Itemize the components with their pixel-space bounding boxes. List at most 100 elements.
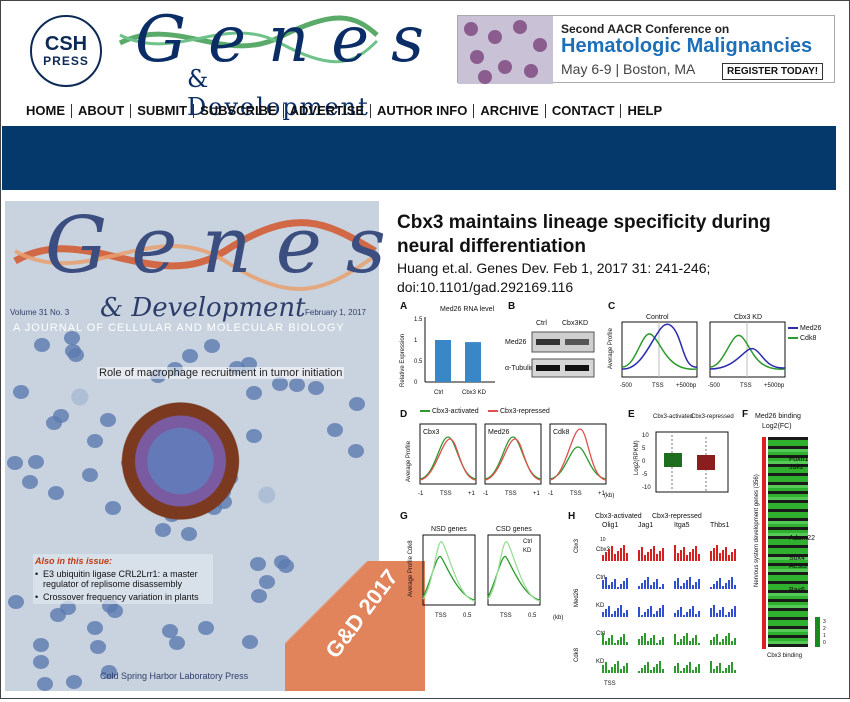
journal-wordmark[interactable]: Genes & Development xyxy=(115,3,424,121)
panel-h-signal-bar xyxy=(647,641,649,645)
panel-g-series-ctrl xyxy=(487,556,541,601)
panel-f-legend-bar xyxy=(815,617,820,647)
panel-f-gene-label: Aest3 xyxy=(789,563,807,570)
panel-f-gene-label: Sox4 xyxy=(789,555,805,562)
cell-nucleus xyxy=(13,385,29,399)
cshl-press-logo[interactable]: CSH PRESS xyxy=(30,15,102,87)
panel-h-signal-bar xyxy=(656,554,658,561)
panel-h-signal-bar xyxy=(716,545,718,561)
panel-f-heat-row xyxy=(768,548,808,551)
panel-h-signal-bar xyxy=(620,637,622,645)
nav-about[interactable]: ABOUT xyxy=(72,104,132,118)
panel-f-heat-row xyxy=(768,611,808,614)
nav-home[interactable]: HOME xyxy=(20,104,72,118)
panel-h-signal-bar xyxy=(611,614,613,617)
panel-e-ytick: 5 xyxy=(642,446,646,452)
panel-h-signal-bar xyxy=(641,636,643,645)
main-nav: HOME ABOUT SUBMIT SUBSCRIBE ADVERTISE AU… xyxy=(20,102,668,120)
nav-author-info[interactable]: AUTHOR INFO xyxy=(371,104,475,118)
panel-h-signal-bar xyxy=(608,549,610,561)
wordmark-subtitle: & Development xyxy=(187,65,370,121)
panel-h-signal-bar xyxy=(644,633,646,645)
cell-nucleus xyxy=(8,595,24,609)
panel-h-signal-bar xyxy=(716,666,718,673)
panel-f-heat-row xyxy=(768,587,808,590)
also-item-2: Crossover frequency variation in plants xyxy=(35,592,211,602)
nav-contact[interactable]: CONTACT xyxy=(546,104,622,118)
panel-h-signal-bar xyxy=(689,641,691,645)
panel-h-signal-bar xyxy=(614,611,616,617)
panel-h-signal-bar xyxy=(626,578,628,589)
panel-h-signal-bar xyxy=(602,612,604,617)
panel-f-heat-row xyxy=(768,536,808,539)
panel-h-gene: Olig1 xyxy=(602,522,618,529)
panel-h-signal-bar xyxy=(656,664,658,673)
header-blue-bar xyxy=(2,126,836,190)
panel-d-series-repressed xyxy=(549,428,607,481)
panel-h-signal-bar xyxy=(674,634,676,645)
panel-a-ytick: 0 xyxy=(414,380,418,386)
panel-h-signal-bar xyxy=(719,663,721,673)
panel-g-ylabel: Average Profile Cdk8 xyxy=(408,540,414,597)
panel-f-heat-row xyxy=(768,527,808,530)
nav-archive[interactable]: ARCHIVE xyxy=(474,104,546,118)
cover-subtitle: & Development xyxy=(100,293,306,323)
cell-nucleus xyxy=(251,589,267,603)
panel-h-signal-bar xyxy=(626,642,628,645)
panel-h-signal-bar xyxy=(680,639,682,645)
panel-a-category: Ctrl xyxy=(434,390,443,396)
nav-advertise[interactable]: ADVERTISE xyxy=(284,104,372,118)
cell-nucleus xyxy=(50,608,66,622)
panel-h-track-label: Ctrl xyxy=(596,575,605,581)
cell-nucleus xyxy=(82,468,98,482)
panel-h-track-label: Cbx3 xyxy=(596,547,611,553)
panel-d-xtick: TSS xyxy=(505,491,517,497)
cell-nucleus xyxy=(169,636,185,650)
cover-date: February 1, 2017 xyxy=(305,308,366,317)
panel-d-legend: Cbx3-repressed xyxy=(500,408,550,415)
panel-f-heat-row xyxy=(768,479,808,482)
panel-h-signal-bar xyxy=(611,582,613,589)
panel-f-heat-row xyxy=(768,554,808,557)
cover-corner-band xyxy=(285,561,425,691)
article-title[interactable]: Cbx3 maintains lineage specificity durin… xyxy=(397,212,771,257)
panel-h-signal-bar xyxy=(719,578,721,589)
panel-f-heat-row xyxy=(768,575,808,578)
panel-h-signal-bar xyxy=(680,607,682,617)
panel-h-signal-bar xyxy=(734,606,736,617)
panel-d-ylabel: Average Profile xyxy=(406,440,412,482)
panel-h-signal-bar xyxy=(683,615,685,617)
panel-h-signal-bar xyxy=(617,661,619,673)
cell-nucleus xyxy=(87,621,103,635)
cell-nucleus xyxy=(155,523,171,537)
cell-nucleus xyxy=(289,378,305,392)
panel-g-xtick: TSS xyxy=(500,613,512,619)
panel-h-signal-bar xyxy=(623,613,625,617)
panel-h-gene: Thbs1 xyxy=(710,522,730,529)
nav-subscribe[interactable]: SUBSCRIBE xyxy=(194,104,284,118)
panel-e-ytick: -10 xyxy=(642,485,651,491)
panel-a-bar xyxy=(465,342,481,382)
panel-f-heat-row xyxy=(768,602,808,605)
panel-h-signal-bar xyxy=(644,612,646,617)
panel-h-signal-bar xyxy=(722,671,724,673)
journal-cover-image[interactable]: Genes & Development Volume 31 No. 3 Febr… xyxy=(5,201,425,691)
cell-nucleus xyxy=(181,527,197,541)
panel-h-signal-bar xyxy=(638,586,640,589)
dna-helix-icon xyxy=(118,15,379,64)
panel-f-heat-row xyxy=(768,446,808,449)
register-button[interactable]: REGISTER TODAY! xyxy=(722,63,824,80)
cell-nucleus xyxy=(242,635,258,649)
panel-f-heat-row xyxy=(768,485,808,488)
panel-e-box-repressed xyxy=(697,455,715,470)
panel-h-row-label: Cbx3 xyxy=(574,538,580,553)
nav-submit[interactable]: SUBMIT xyxy=(131,104,195,118)
panel-h-signal-bar xyxy=(659,640,661,645)
aacr-ad-banner[interactable]: Second AACR Conference on Hematologic Ma… xyxy=(457,15,835,84)
panel-h-signal-bar xyxy=(644,555,646,561)
panel-h-signal-bar xyxy=(623,545,625,561)
nav-help[interactable]: HELP xyxy=(627,103,663,118)
panel-h-signal-bar xyxy=(620,605,622,617)
panel-h-signal-bar xyxy=(614,579,616,589)
